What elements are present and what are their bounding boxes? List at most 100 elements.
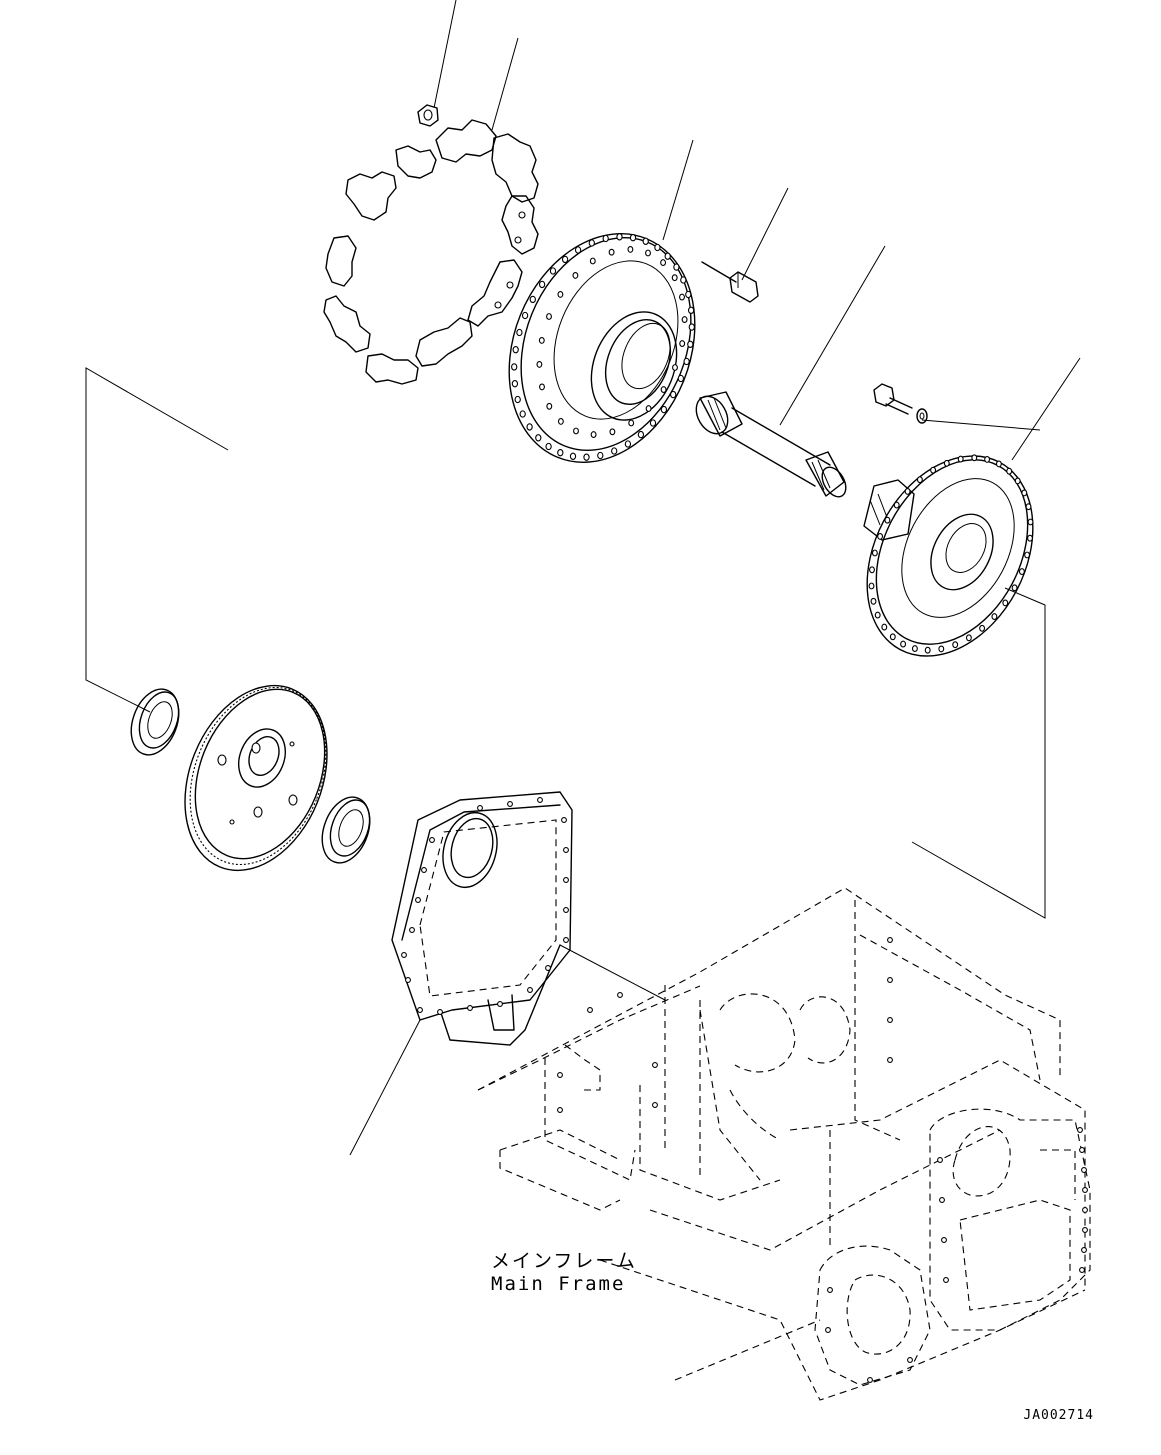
bolt-hole [1081, 1247, 1087, 1253]
bolt-hole [827, 1287, 833, 1293]
bolt-hole [971, 454, 978, 462]
bolt-hole [477, 805, 483, 811]
bolt-hole [497, 1001, 503, 1007]
bolt-hole [937, 1157, 943, 1163]
bolt-hole [924, 646, 931, 654]
bolt-hole [645, 405, 652, 413]
bolt-hole [649, 419, 657, 427]
bolt-hole [627, 245, 634, 253]
bolt-hole [563, 907, 569, 913]
bolt-hole [907, 1357, 913, 1363]
bolt-hole [557, 1107, 563, 1113]
bolt-hole [589, 257, 596, 265]
bolt-hole [916, 476, 923, 484]
bolt-hole [549, 267, 557, 275]
bolt-hole [563, 877, 569, 883]
nut-icon [417, 104, 439, 127]
bolt-hole [887, 1017, 893, 1023]
bolt-hole [893, 501, 900, 509]
bolt-hole [609, 428, 616, 436]
bolt-hole [616, 233, 623, 241]
bolt-hole [911, 645, 918, 653]
bolt-hole [943, 459, 950, 467]
bolt-hole [417, 1007, 423, 1013]
bolt-icon [701, 261, 759, 303]
bolt-hole [557, 417, 564, 425]
bolt-hole [405, 977, 411, 983]
bolt-hole [652, 1062, 658, 1068]
bearing-icon [321, 796, 371, 864]
bolt-hole [904, 487, 911, 495]
bolt-hole [930, 466, 937, 474]
bolt-hole [1021, 489, 1028, 497]
bolt-hole [569, 452, 577, 460]
bolt-hole [679, 340, 686, 348]
bolt-hole [617, 992, 623, 998]
bolt-hole [654, 243, 661, 252]
bolt-hole [825, 1327, 831, 1333]
bolt-hole [867, 1377, 873, 1383]
bolt-hole [546, 313, 552, 320]
main-frame [477, 887, 1091, 1401]
bolt-hole [984, 455, 991, 463]
sprocket-hub [508, 233, 696, 463]
bolt-hole [887, 937, 893, 943]
bolt-hole [590, 431, 597, 439]
bolt-hole [1082, 1207, 1088, 1213]
bolt-hole [415, 897, 421, 903]
bolt-hole [536, 360, 543, 368]
bolt-hole [1002, 599, 1009, 607]
bolt-hole [1079, 1147, 1085, 1153]
bolt-hole [660, 259, 667, 267]
bolt-hole [943, 1277, 949, 1283]
bolt-hole [1018, 568, 1025, 576]
bolt-hole [673, 263, 680, 271]
bolt-hole [995, 460, 1002, 468]
bolt-hole [660, 386, 667, 394]
main-frame-label-jp: メインフレーム [491, 1250, 637, 1272]
bolt-hole [868, 582, 875, 590]
bolt-hole [545, 965, 551, 971]
bolt-hole [546, 402, 553, 410]
bolt-hole [965, 634, 972, 642]
bolt-hole [1077, 1127, 1083, 1133]
drive-shaft [695, 391, 847, 498]
bolt-hole [877, 532, 884, 540]
bolt-hole [429, 837, 435, 843]
bolt-hole [421, 867, 427, 873]
bolt-hole [535, 434, 542, 442]
bolt-hole [979, 624, 986, 632]
bolt-hole [597, 451, 604, 460]
bolt-hole [574, 246, 582, 254]
bolt-hole [664, 252, 671, 260]
bolt-hole [887, 977, 893, 983]
gear-wheel [184, 684, 328, 872]
bolt-hole [514, 395, 521, 404]
bolt-hole [681, 316, 688, 324]
bolt-hole [938, 645, 945, 653]
bolt-hole [573, 427, 579, 435]
bolt-hole [1011, 584, 1018, 592]
bolt-hole [563, 937, 569, 943]
bolt-hole [889, 633, 896, 641]
bolt-hole [529, 295, 536, 304]
bolt-hole [900, 640, 907, 648]
bolt-hole [587, 1007, 593, 1013]
main-frame-label-en: Main Frame [491, 1273, 626, 1295]
bolt-hole [680, 276, 687, 284]
bolt-hole [507, 801, 513, 807]
bolt-hole [572, 271, 579, 279]
bolt-hole [881, 623, 888, 631]
bolt-hole [1025, 503, 1032, 511]
bolt-hole [1024, 551, 1031, 559]
bolt-hole [1082, 1187, 1088, 1193]
bolt-hole [624, 440, 632, 448]
bolt-hole [545, 442, 552, 451]
bolt-hole [884, 516, 891, 524]
bolt-hole [409, 927, 415, 933]
bolt-hole [679, 293, 685, 301]
bolt-hole [1014, 477, 1021, 485]
bolt-hole [516, 328, 523, 337]
bolt-hole [887, 1057, 893, 1063]
